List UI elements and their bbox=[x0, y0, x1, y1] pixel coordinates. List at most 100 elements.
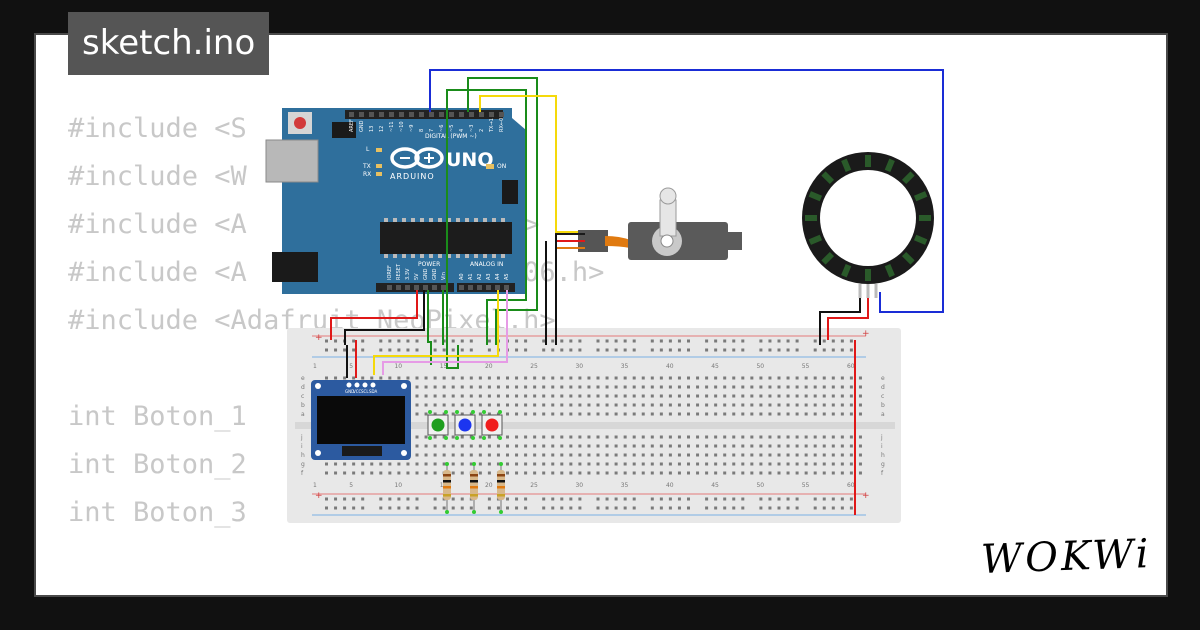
digital-pin-label: ~5 bbox=[449, 125, 455, 132]
column-number: 50 bbox=[756, 363, 764, 370]
wire-black-gnd bbox=[344, 290, 425, 345]
icsp-header bbox=[332, 122, 518, 204]
power-pin-label: 3.3V bbox=[405, 268, 411, 280]
digital-pin-label: ~3 bbox=[469, 125, 475, 132]
push-buttons bbox=[427, 410, 503, 440]
ring-led bbox=[805, 215, 817, 221]
column-number: 25 bbox=[530, 363, 538, 370]
column-number: 45 bbox=[711, 363, 719, 370]
push-button[interactable] bbox=[427, 410, 449, 440]
row-letter: d bbox=[301, 384, 305, 391]
ring-led bbox=[821, 171, 835, 185]
power-pin-label: 5V bbox=[414, 273, 420, 280]
digital-pin-label: 7 bbox=[429, 129, 435, 132]
wires bbox=[330, 69, 944, 515]
code-line: int Boton_1 bbox=[68, 401, 247, 432]
power-pin-label: GND bbox=[432, 268, 438, 280]
row-letter: b bbox=[881, 402, 885, 409]
analog-pin-label: A5 bbox=[504, 273, 510, 280]
arduino-uno: UNO ARDUINO DIGITAL (PWM ~) POWER ANALOG… bbox=[265, 108, 526, 294]
digital-pin-label: 4 bbox=[459, 129, 465, 132]
digital-pin-label: 8 bbox=[419, 129, 425, 132]
code-line: #include <A > bbox=[68, 209, 540, 240]
digital-label: DIGITAL (PWM ~) bbox=[425, 133, 477, 140]
digital-pin-label: ~9 bbox=[409, 125, 415, 132]
ring-led bbox=[884, 263, 895, 278]
column-number: 40 bbox=[666, 482, 674, 489]
on-label: ON bbox=[497, 163, 506, 170]
power-pin-label: RESET bbox=[396, 263, 402, 280]
code-line: int Boton_2 bbox=[68, 449, 247, 480]
ring-led bbox=[808, 191, 823, 202]
digital-pin-label: ~11 bbox=[389, 121, 395, 132]
column-number: 5 bbox=[349, 363, 353, 370]
arduino-logo-icon bbox=[390, 147, 444, 169]
analog-pin-label: A2 bbox=[477, 273, 483, 280]
wokwi-logo: WOKWi bbox=[980, 531, 1153, 583]
ring-led bbox=[901, 251, 915, 265]
code-line: #include <W bbox=[68, 161, 247, 192]
row-letter: a bbox=[301, 411, 305, 418]
neopixel-ring bbox=[802, 152, 934, 298]
power-pin-label: IOREF bbox=[387, 265, 393, 280]
digital-pin-label: 12 bbox=[379, 126, 385, 132]
push-button[interactable] bbox=[481, 410, 503, 440]
column-number: 25 bbox=[530, 482, 538, 489]
column-number: 30 bbox=[575, 482, 583, 489]
rx-label: RX bbox=[363, 171, 371, 178]
wire-black-ring bbox=[819, 298, 861, 345]
power-pin-label: Vin bbox=[441, 272, 447, 280]
wire-pink bbox=[382, 290, 508, 375]
oled-pin-label: VCC bbox=[353, 389, 362, 394]
ring-led bbox=[821, 251, 835, 265]
oled-pin-label: GND bbox=[345, 389, 354, 394]
column-number: 1 bbox=[313, 363, 317, 370]
code-line: #define NUM_LEDS 16 bbox=[68, 585, 604, 595]
row-letter: d bbox=[881, 384, 885, 391]
wire-red-ring bbox=[827, 298, 869, 340]
row-letter: i bbox=[301, 443, 303, 450]
analog-pin-label: A0 bbox=[459, 273, 465, 280]
column-number: 10 bbox=[394, 482, 402, 489]
oled-pin-label: SCL bbox=[361, 389, 369, 394]
file-title: sketch.ino bbox=[68, 12, 270, 75]
ring-led bbox=[919, 215, 931, 221]
row-letter: c bbox=[301, 393, 304, 400]
row-letter: b bbox=[301, 402, 305, 409]
column-number: 55 bbox=[802, 482, 810, 489]
wire-red-5v bbox=[330, 290, 418, 340]
row-letter: c bbox=[881, 393, 884, 400]
resistor bbox=[443, 462, 451, 514]
breadboard-column-numbers: 1155101015152020252530303535404045455050… bbox=[313, 363, 855, 489]
code-line: int Boton_3 bbox=[68, 497, 247, 528]
l-label: L bbox=[366, 146, 370, 153]
oled-pin-label: SDA bbox=[369, 389, 378, 394]
row-letter: h bbox=[301, 452, 305, 459]
resistors bbox=[443, 462, 505, 514]
digital-pin-label: GND bbox=[359, 120, 365, 132]
column-number: 55 bbox=[802, 363, 810, 370]
column-number: 1 bbox=[313, 482, 317, 489]
resistor bbox=[497, 462, 505, 514]
column-number: 35 bbox=[621, 482, 629, 489]
digital-pin-label: TX→1 bbox=[489, 118, 495, 133]
column-number: 15 bbox=[440, 363, 448, 370]
ring-led bbox=[913, 191, 928, 202]
column-number: 60 bbox=[847, 363, 855, 370]
analog-pin-label: A3 bbox=[486, 273, 492, 280]
ring-led bbox=[865, 155, 871, 167]
ring-led bbox=[865, 269, 871, 281]
push-button[interactable] bbox=[454, 410, 476, 440]
svg-text:+: + bbox=[862, 491, 870, 501]
code-line: #include <S bbox=[68, 113, 247, 144]
row-letter: a bbox=[881, 411, 885, 418]
wire-blue bbox=[429, 69, 944, 313]
power-pin-label: GND bbox=[423, 268, 429, 280]
wire-green-1 bbox=[446, 89, 527, 345]
analog-pin-label: A1 bbox=[468, 273, 474, 280]
svg-text:+: + bbox=[315, 333, 323, 343]
